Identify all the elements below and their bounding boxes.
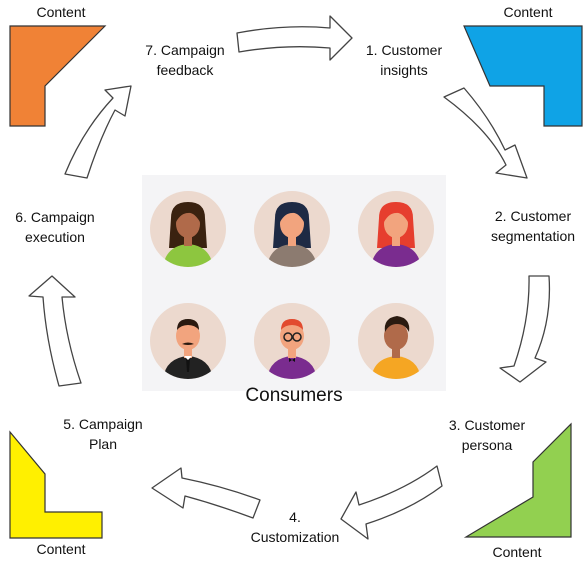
woman-curly-hair-avatar — [149, 190, 227, 268]
man-curly-hair-avatar — [357, 302, 435, 380]
step-7-line-1: 7. Campaign — [145, 42, 225, 58]
corner-top-right-shape — [463, 25, 583, 127]
corner-bottom-left-label: Content — [36, 541, 86, 557]
arrow-segmentation-to-persona — [499, 275, 551, 383]
step-4-line-1: 4. — [289, 509, 301, 525]
step-1-line-1: 1. Customer — [365, 42, 443, 58]
step-4-line-2: Customization — [250, 529, 340, 545]
step-6-line-2: execution — [25, 229, 85, 245]
man-mustache-avatar — [149, 302, 227, 380]
consumers-title: Consumers — [245, 385, 343, 406]
step-7-line-2: feedback — [156, 62, 214, 78]
step-2-line-2: segmentation — [490, 228, 576, 244]
woman-red-hair-avatar — [357, 190, 435, 268]
step-5-label: 5. Campaign Plan — [48, 414, 158, 454]
step-4-label: 4. Customization — [240, 507, 350, 547]
arrow-customization-to-plan — [151, 467, 261, 519]
step-2-line-1: 2. Customer — [494, 208, 572, 224]
step-7-label: 7. Campaign feedback — [128, 40, 242, 80]
step-5-line-1: 5. Campaign — [63, 416, 143, 432]
step-3-label: 3. Customer persona — [432, 415, 542, 455]
step-6-label: 6. Campaign execution — [0, 207, 110, 247]
corner-top-left-shape — [9, 25, 107, 127]
step-5-line-2: Plan — [88, 436, 118, 452]
corner-bottom-left-shape — [9, 430, 103, 539]
arrow-feedback-to-insights — [236, 15, 353, 61]
step-3-line-1: 3. Customer — [448, 417, 526, 433]
step-6-line-1: 6. Campaign — [15, 209, 95, 225]
corner-top-left-label: Content — [36, 4, 86, 20]
arrow-plan-to-execution — [28, 275, 82, 387]
corner-bottom-right-shape — [463, 422, 572, 538]
arrow-persona-to-customization — [340, 465, 443, 540]
step-1-label: 1. Customer insights — [348, 40, 460, 80]
man-glasses-avatar — [253, 302, 331, 380]
woman-dark-hair-avatar — [253, 190, 331, 268]
arrow-insights-to-segmentation — [443, 87, 528, 179]
arrow-execution-to-feedback — [64, 85, 132, 179]
step-2-label: 2. Customer segmentation — [478, 206, 588, 246]
corner-bottom-right-label: Content — [492, 544, 542, 560]
step-1-line-2: insights — [380, 62, 428, 78]
step-3-line-2: persona — [461, 437, 513, 453]
corner-top-right-label: Content — [503, 4, 553, 20]
